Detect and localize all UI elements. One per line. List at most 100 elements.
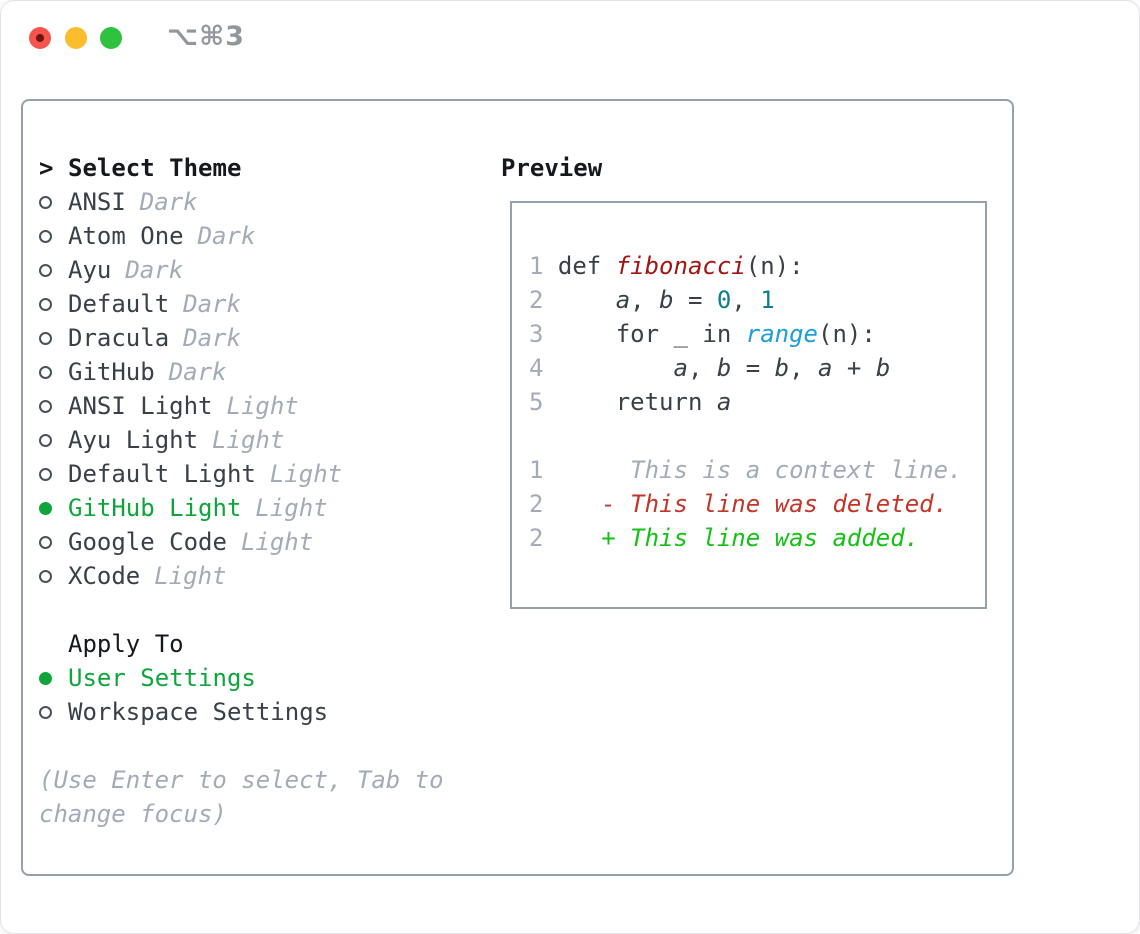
code-token-code: (n): — [818, 320, 876, 348]
code-token-var: a — [818, 354, 833, 382]
line-number: 2 — [529, 490, 558, 518]
variant-label: Dark — [183, 290, 241, 318]
radio-selected-icon — [39, 501, 68, 515]
code-token-deleted: - This line was deleted. — [557, 490, 949, 518]
code-token-var: a — [673, 354, 688, 382]
apply-option-user-settings[interactable]: User Settings — [39, 661, 328, 695]
radio-icon — [39, 331, 68, 345]
window-title: ⌥⌘3 — [167, 21, 245, 52]
code-token-added: + This line was added. — [557, 524, 920, 552]
theme-item-default[interactable]: Default Dark — [39, 287, 342, 321]
apply-option-workspace-settings[interactable]: Workspace Settings — [39, 695, 328, 729]
line-number: 3 — [529, 320, 558, 348]
code-token-code: return — [557, 388, 717, 416]
option-label: Ayu — [68, 256, 112, 284]
radio-icon — [39, 535, 68, 549]
variant-label: Light — [154, 562, 227, 590]
variant-label: Dark — [183, 324, 241, 352]
variant-label: Dark — [197, 222, 256, 250]
code-token-code — [558, 354, 674, 382]
radio-icon — [39, 569, 68, 583]
variant-label: Light — [269, 460, 343, 488]
code-token-code: = — [673, 286, 717, 314]
radio-icon — [39, 433, 68, 447]
code-line: 5 return a — [529, 385, 962, 419]
zoom-button[interactable] — [100, 27, 122, 49]
code-line: 4 a, b = b, a + b — [529, 351, 962, 385]
code-token-num: 1 — [760, 286, 775, 314]
code-token-code: , — [630, 286, 660, 314]
theme-list-title: Select Theme — [68, 154, 242, 182]
hint-line: change focus) — [39, 800, 227, 828]
radio-icon — [39, 467, 68, 481]
focus-caret-icon: > — [39, 154, 54, 182]
apply-to-heading: Apply To — [39, 627, 328, 661]
theme-item-xcode[interactable]: XCode Light — [39, 559, 342, 593]
code-token-code: , — [789, 354, 819, 382]
code-token-var: b — [875, 354, 891, 382]
option-label: XCode — [68, 562, 141, 590]
radio-icon — [39, 705, 68, 719]
code-token-var: a — [615, 286, 631, 314]
radio-icon — [39, 365, 68, 379]
code-token-code: for _ in — [557, 320, 746, 348]
code-token-func: fibonacci — [615, 252, 746, 280]
code-token-code: def — [557, 252, 616, 280]
option-label: Ayu Light — [68, 426, 199, 454]
theme-item-default-light[interactable]: Default Light Light — [39, 457, 342, 491]
code-token-num: 0 — [716, 286, 732, 314]
line-number: 4 — [529, 354, 558, 382]
theme-list-heading: > Select Theme — [39, 151, 342, 185]
code-token-code: + — [832, 354, 876, 382]
variant-label: Light — [226, 392, 299, 420]
radio-icon — [39, 229, 68, 243]
option-label: Google Code — [68, 528, 227, 556]
code-token-builtin: range — [745, 320, 818, 348]
line-number: 1 — [529, 252, 558, 280]
code-token-var: b — [774, 354, 790, 382]
code-line: 2 a, b = 0, 1 — [529, 283, 962, 317]
code-line: 2 + This line was added. — [529, 521, 962, 555]
theme-item-atom-one[interactable]: Atom One Dark — [39, 219, 342, 253]
code-token-code: (n): — [745, 252, 804, 280]
code-line: 1 def fibonacci(n): — [529, 249, 962, 283]
code-line — [529, 419, 962, 453]
option-label: ANSI Light — [68, 392, 213, 420]
code-line: 2 - This line was deleted. — [529, 487, 962, 521]
code-line: 3 for _ in range(n): — [529, 317, 962, 351]
line-number: 1 — [529, 456, 558, 484]
close-button[interactable] — [29, 27, 51, 49]
minimize-button[interactable] — [65, 27, 87, 49]
option-label: Default — [68, 290, 170, 318]
option-label: GitHub Light — [68, 494, 242, 522]
radio-icon — [39, 399, 68, 413]
option-label: User Settings — [68, 664, 256, 692]
radio-icon — [39, 263, 68, 277]
option-label: Dracula — [68, 324, 170, 352]
hint-line: (Use Enter to select, Tab to — [39, 766, 444, 794]
option-label: Workspace Settings — [68, 698, 329, 726]
variant-label: Dark — [125, 256, 184, 284]
theme-item-dracula[interactable]: Dracula Dark — [39, 321, 342, 355]
option-label: GitHub — [68, 358, 155, 386]
code-token-code — [558, 286, 616, 314]
theme-item-ayu[interactable]: Ayu Dark — [39, 253, 342, 287]
line-number: 5 — [529, 388, 558, 416]
line-number — [529, 422, 543, 450]
code-line: 1 This is a context line. — [529, 453, 962, 487]
theme-item-ansi-light[interactable]: ANSI Light Light — [39, 389, 342, 423]
radio-icon — [39, 195, 68, 209]
option-label: Atom One — [68, 222, 184, 250]
option-label: Default Light — [68, 460, 256, 488]
